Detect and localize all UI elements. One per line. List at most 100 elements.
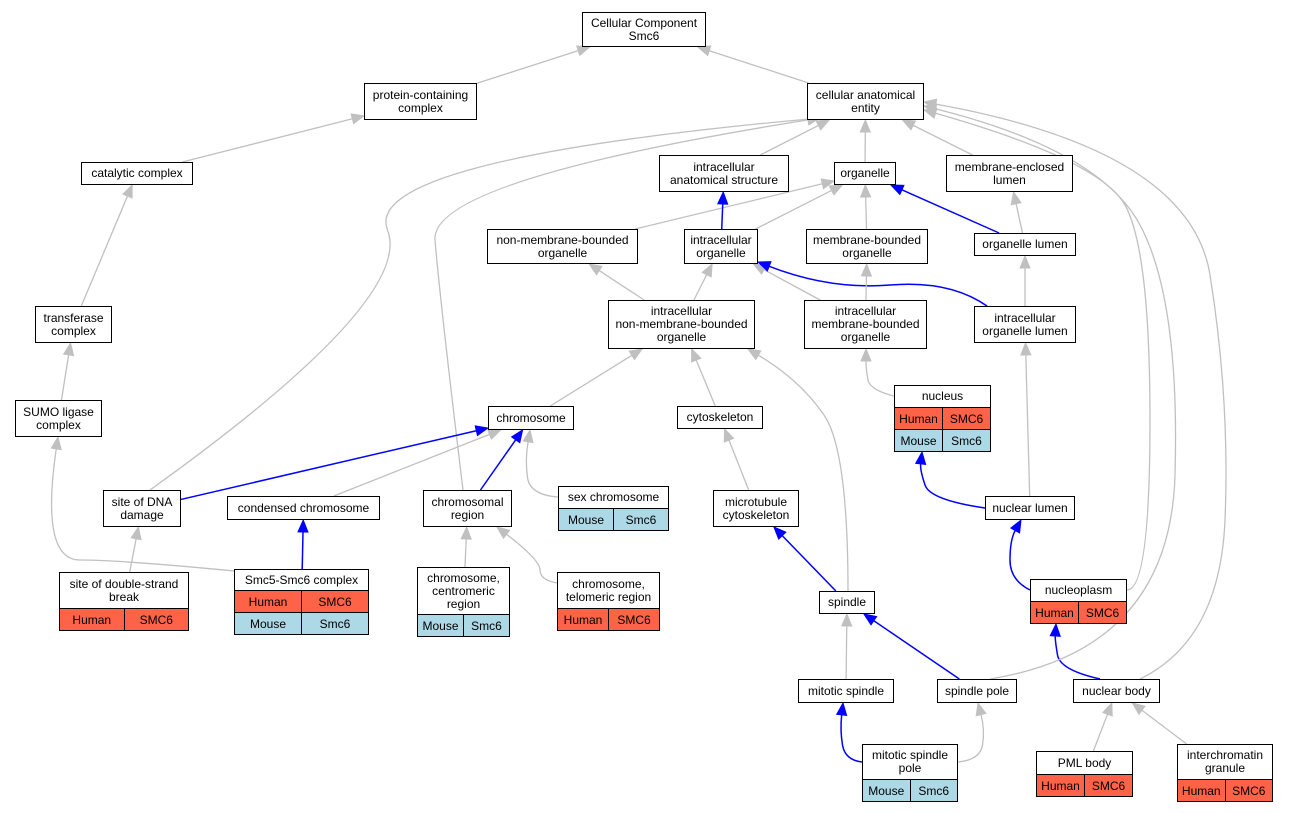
edge-centro-to-chrreg	[464, 538, 467, 568]
edge-mtc-to-cytoskeleton	[728, 439, 750, 491]
term-node-sumo[interactable]: SUMO ligase complex	[15, 400, 102, 437]
term-label: chromosomal region	[431, 494, 504, 522]
term-label: nuclear body	[1082, 683, 1151, 698]
edge-io-to-organelle-arrowhead	[828, 184, 844, 196]
edge-pml-to-nbody	[1092, 713, 1109, 752]
term-node-nuclumen[interactable]: nuclear lumen	[985, 496, 1075, 520]
term-node-catalytic[interactable]: catalytic complex	[81, 162, 193, 185]
term-label: nucleoplasm	[1044, 583, 1113, 597]
edge-transferase-to-catalytic	[80, 195, 129, 307]
edge-telo-to-chrreg-arrowhead	[495, 526, 511, 540]
term-node-cae[interactable]: cellular anatomical entity	[807, 83, 924, 120]
edge-catalytic-to-protein_complex	[182, 118, 353, 163]
term-node-nmbo[interactable]: non-membrane-bounded organelle	[487, 229, 638, 264]
term-node-iol[interactable]: intracellular organelle lumen	[974, 306, 1076, 343]
species-cell: Human	[1178, 780, 1225, 801]
term-node-mbo[interactable]: membrane-bounded organelle	[806, 229, 928, 264]
edge-icg-to-nbody	[1141, 709, 1188, 745]
edge-cytoskeleton-to-inmbo-arrowhead	[691, 347, 702, 363]
term-node-mitspindle[interactable]: mitotic spindle	[798, 679, 894, 703]
edge-mtc-to-cytoskeleton-arrowhead	[723, 427, 735, 443]
edge-sumo-to-transferase	[60, 354, 70, 401]
edge-msp-to-spole	[957, 714, 985, 763]
edge-io-to-organelle	[755, 189, 832, 230]
edge-iol-to-ol-arrowhead	[1019, 254, 1031, 269]
term-node-nbody[interactable]: nuclear body	[1073, 679, 1160, 703]
term-node-spole[interactable]: spindle pole	[937, 679, 1017, 703]
edge-mitspindle-to-spindle	[845, 625, 848, 680]
term-node-inmbo[interactable]: intracellular non-membrane-bounded organ…	[608, 300, 755, 349]
species-cell: Human	[235, 591, 301, 612]
term-node-io[interactable]: intracellular organelle	[684, 229, 758, 264]
term-label: membrane-bounded organelle	[812, 232, 922, 260]
species-cell: Human	[558, 609, 608, 630]
gene-cell: Smc6	[942, 430, 990, 451]
edge-nucleus-to-imbo-arrowhead	[860, 347, 872, 362]
edge-centro-to-chrreg-arrowhead	[460, 525, 472, 540]
term-node-imbo[interactable]: intracellular membrane-bounded organelle	[804, 300, 927, 349]
edge-msp-to-mitspindle-arrowhead	[835, 701, 848, 717]
edge-condensed-to-chromosome-arrowhead	[486, 429, 502, 440]
term-label: intracellular anatomical structure	[669, 159, 779, 187]
term-label: mitotic spindle pole	[871, 748, 949, 775]
gene-cell: SMC6	[123, 609, 188, 630]
edge-sdd-to-cae	[149, 118, 809, 491]
edge-icg-to-nbody-arrowhead	[1131, 702, 1146, 716]
term-node-root[interactable]: Cellular Component Smc6	[582, 12, 706, 47]
term-node-organelle[interactable]: organelle	[834, 162, 896, 185]
gene-cell: SMC6	[301, 591, 368, 612]
term-node-transferase[interactable]: transferase complex	[35, 306, 112, 343]
edge-smc56-to-condensed	[301, 531, 304, 570]
term-label: spindle	[827, 595, 867, 609]
term-node-cytoskeleton[interactable]: cytoskeleton	[677, 406, 763, 429]
term-label: membrane-enclosed lumen	[954, 159, 1065, 187]
edge-iol-to-io-arrowhead	[756, 261, 772, 272]
term-node-condensed[interactable]: condensed chromosome	[227, 496, 380, 520]
term-node-protein_complex[interactable]: protein-containing complex	[364, 83, 477, 120]
term-node-spindle[interactable]: spindle	[819, 591, 875, 614]
edge-catalytic-to-protein_complex-arrowhead	[350, 113, 366, 125]
species-cell: Mouse	[863, 780, 910, 801]
term-node-ias[interactable]: intracellular anatomical structure	[659, 155, 789, 192]
gene-cell: Smc6	[613, 509, 668, 530]
edge-io-to-ias	[720, 203, 724, 230]
term-label: catalytic complex	[91, 166, 183, 180]
term-label: site of DNA damage	[111, 494, 173, 522]
edge-spole-to-spindle-arrowhead	[862, 613, 878, 626]
term-node-mel[interactable]: membrane-enclosed lumen	[946, 155, 1073, 192]
term-node-ol[interactable]: organelle lumen	[974, 233, 1076, 256]
edge-ol-to-mel-arrowhead	[1010, 190, 1022, 206]
term-node-chrreg[interactable]: chromosomal region	[423, 490, 512, 527]
term-node-chromosome[interactable]: chromosome	[488, 406, 574, 430]
gene-cell: Smc6	[909, 780, 957, 801]
edge-protein_complex-to-root	[476, 50, 579, 84]
edge-inmbo-to-io	[693, 274, 708, 301]
term-node-mtc[interactable]: microtubule cytoskeleton	[713, 490, 799, 527]
edge-imbo-to-io	[763, 269, 821, 301]
edge-inmbo-to-nmbo-arrowhead	[588, 263, 603, 276]
term-label: chromosome	[496, 410, 566, 425]
edge-nuclumen-to-iol	[1025, 354, 1031, 497]
term-label: microtubule cytoskeleton	[722, 494, 790, 522]
edge-pml-to-nbody-arrowhead	[1102, 701, 1113, 717]
term-label: cellular anatomical entity	[815, 87, 916, 115]
term-label: cytoskeleton	[686, 410, 754, 424]
term-label: intracellular non-membrane-bounded organ…	[615, 304, 748, 344]
species-cell: Mouse	[559, 509, 613, 530]
edge-nuclumen-to-iol-arrowhead	[1020, 341, 1032, 356]
term-node-sdd[interactable]: site of DNA damage	[103, 490, 181, 527]
edge-chrreg-to-cae	[434, 119, 809, 491]
